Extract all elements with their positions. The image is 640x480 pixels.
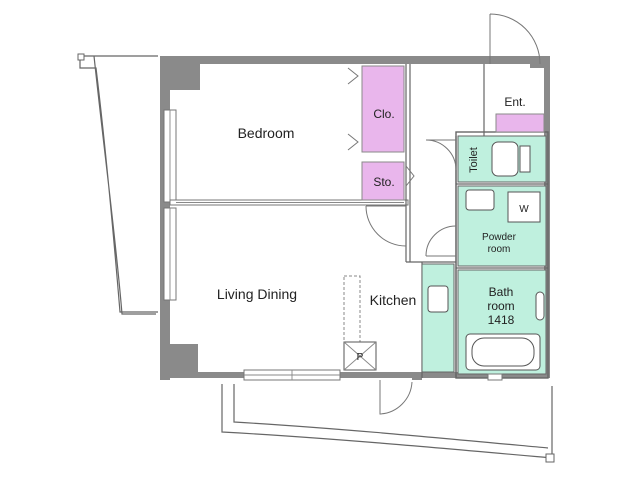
kitchen-counter: [421, 263, 455, 373]
storage: [361, 161, 405, 201]
entrance-label: Ent.: [504, 95, 525, 109]
kitchen-label: Kitchen: [370, 292, 417, 308]
living-dining-label: Living Dining: [217, 286, 297, 302]
kitchen-island: [343, 275, 361, 343]
toilet-fixture: [491, 141, 531, 177]
bathtub: [465, 333, 541, 371]
entrance-shoe-cabinet: [495, 113, 545, 133]
closet-label: Clo.: [373, 107, 394, 121]
washbasin: [465, 189, 495, 211]
pipe-space: [343, 341, 377, 371]
west-balcony: [77, 53, 158, 315]
toilet-label: Toilet: [468, 147, 480, 173]
powder-room-label-1: Powder: [482, 232, 517, 243]
bathroom-size-label: 1418: [488, 313, 515, 327]
washer-label: W: [519, 204, 529, 215]
bathroom-label-2: room: [487, 299, 514, 313]
doors: [365, 13, 541, 415]
powder-room-label-2: room: [488, 244, 511, 255]
washer-space: [507, 191, 541, 223]
west-windows: [163, 109, 177, 301]
storage-label: Sto.: [373, 175, 394, 189]
south-balcony: [221, 384, 555, 463]
pipe-space-label: P: [357, 352, 364, 363]
bathroom-label-1: Bath: [489, 285, 514, 299]
kitchen-sink: [427, 285, 449, 313]
bedroom-label: Bedroom: [238, 125, 295, 141]
south-window: [243, 369, 341, 381]
closet: [361, 65, 405, 153]
